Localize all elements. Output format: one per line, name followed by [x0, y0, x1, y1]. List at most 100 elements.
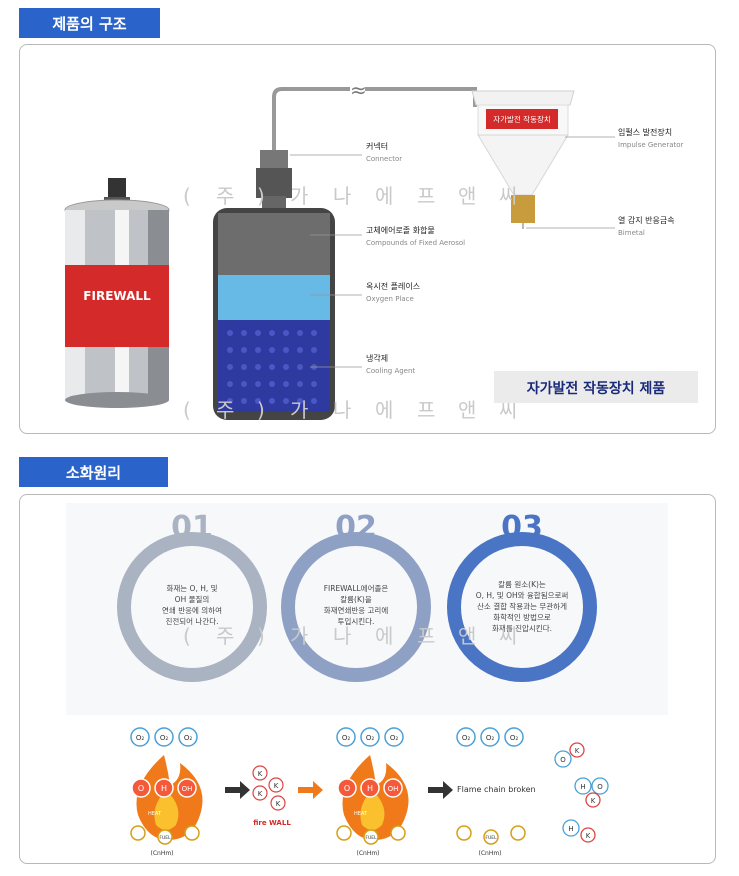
svg-text:): ) — [257, 184, 267, 208]
section-title-principle: 소화원리 — [19, 457, 168, 487]
svg-text:OH: OH — [388, 785, 399, 793]
svg-text:프: 프 — [417, 184, 437, 208]
svg-text:K: K — [591, 797, 596, 805]
step-text-1: 화재는 O, H, 및 OH 물질의 연쇄 반응에 의하여 진전되어 나간다. — [162, 583, 222, 626]
broken-chain: O₂ O₂ O₂ Flame chain broken FUEL (CnHm) — [456, 727, 536, 857]
svg-text:화재는 O, H, 및: 화재는 O, H, 및 — [166, 583, 217, 593]
neutralized-molecules: O K H O K H K — [554, 742, 609, 843]
svg-text:나: 나 — [333, 398, 353, 422]
svg-text:에: 에 — [375, 184, 395, 208]
step-ring-3 — [447, 532, 597, 682]
generator-label: 자가발전 작동장치 — [493, 114, 551, 124]
cooling-label-ko: 냉각제 — [366, 353, 388, 363]
svg-text:HEAT: HEAT — [354, 811, 368, 817]
section-title-structure: 제품의 구조 — [19, 8, 160, 38]
svg-text:(CnHm): (CnHm) — [150, 850, 173, 857]
caption-box — [494, 371, 698, 403]
svg-text:K: K — [274, 782, 279, 790]
svg-text:씨: 씨 — [499, 624, 519, 648]
arrow-3 — [428, 781, 453, 799]
svg-text:에: 에 — [375, 398, 395, 422]
svg-text:O₂: O₂ — [510, 734, 519, 742]
svg-text:프: 프 — [417, 624, 437, 648]
svg-text:투입시킨다.: 투입시킨다. — [338, 616, 375, 626]
svg-text:): ) — [257, 398, 267, 422]
svg-text:앤: 앤 — [458, 398, 478, 422]
step-ring-2 — [281, 532, 431, 682]
principle-diagram: 01 02 03 화재는 O, H, 및 OH 물질의 연쇄 반응에 의하여 진… — [66, 503, 668, 857]
product-canister: FIREWALL — [64, 178, 170, 408]
svg-text:K: K — [258, 770, 263, 778]
svg-text:칼륨 원소(K)는: 칼륨 원소(K)는 — [498, 580, 546, 589]
cooling-label-en: Cooling Agent — [366, 367, 415, 375]
svg-text:주: 주 — [216, 624, 236, 648]
watermark-principle: ( 주 ) 가 나 에 프 앤 씨 — [183, 624, 519, 648]
svg-text:씨: 씨 — [499, 398, 519, 422]
svg-text:O₂: O₂ — [462, 734, 471, 742]
svg-text:앤: 앤 — [458, 624, 478, 648]
watermark-bottom: ( 주 ) 가 나 에 프 앤 씨 — [183, 398, 519, 422]
svg-text:O: O — [597, 783, 603, 791]
svg-text:OH: OH — [182, 785, 193, 793]
svg-text:프: 프 — [417, 398, 437, 422]
svg-text:O₂: O₂ — [160, 734, 169, 742]
impulse-label-ko: 임펄스 발전장치 — [618, 127, 672, 137]
svg-text:(CnHm): (CnHm) — [356, 850, 379, 857]
svg-text:씨: 씨 — [499, 184, 519, 208]
svg-text:O, H, 및 OH와 융합됨으로써: O, H, 및 OH와 융합됨으로써 — [476, 590, 569, 600]
svg-text:HEAT: HEAT — [148, 811, 162, 817]
svg-text:가: 가 — [290, 184, 310, 208]
svg-text:(CnHm): (CnHm) — [478, 850, 501, 857]
canister-label — [65, 265, 169, 347]
svg-text:연쇄 반응에 의하여: 연쇄 반응에 의하여 — [162, 605, 222, 615]
wire-break-symbol: ≈ — [350, 78, 367, 102]
svg-text:H: H — [568, 825, 573, 833]
arrow-1 — [225, 781, 250, 799]
impulse-label-en: Impulse Generator — [618, 141, 684, 149]
svg-text:FUEL: FUEL — [365, 835, 377, 841]
fire-triangle-1: O₂ O₂ O₂ O H OH HEAT FUEL (CnHm) — [130, 727, 203, 857]
svg-text:O₂: O₂ — [184, 734, 193, 742]
impulse-generator: 자가발전 작동장치 — [471, 90, 575, 229]
svg-text:산소 결합 작용과는 무관하게: 산소 결합 작용과는 무관하게 — [477, 601, 567, 611]
svg-text:O: O — [344, 784, 350, 793]
svg-text:O: O — [138, 784, 144, 793]
generator-label-band — [486, 109, 558, 129]
wire — [272, 87, 350, 155]
svg-text:O₂: O₂ — [136, 734, 145, 742]
structure-diagram: FIREWALL ≈ 커넥 — [64, 78, 698, 422]
svg-text:K: K — [276, 800, 281, 808]
svg-text:(: ( — [183, 184, 193, 208]
aerosol-compound-layer — [218, 213, 330, 275]
svg-text:OH 물질의: OH 물질의 — [175, 594, 210, 604]
svg-text:K: K — [258, 790, 263, 798]
fire-triangle-2: O₂ O₂ O₂ O H OH HEAT FUEL (CnHm) — [336, 727, 409, 857]
svg-text:가: 가 — [290, 398, 310, 422]
svg-text:K: K — [586, 832, 591, 840]
aerosol-cylinder-cutaway — [213, 208, 335, 420]
step-ring-1 — [117, 532, 267, 682]
svg-text:H: H — [161, 784, 167, 793]
compound-label-en: Compounds of Fixed Aerosol — [366, 239, 465, 247]
bimetal-label-ko: 열 감지 반응금속 — [618, 215, 675, 225]
svg-text:): ) — [257, 624, 267, 648]
principle-panel: 01 02 03 화재는 O, H, 및 OH 물질의 연쇄 반응에 의하여 진… — [19, 494, 716, 864]
svg-text:주: 주 — [216, 398, 236, 422]
svg-text:O: O — [560, 756, 566, 764]
connector-label-en: Connector — [366, 155, 402, 163]
oxygen-label-ko: 옥시전 플레이스 — [366, 281, 420, 291]
potassium-cluster-1: K K K K fire WALL — [252, 765, 291, 827]
structure-panel: FIREWALL ≈ 커넥 — [19, 44, 716, 434]
svg-text:H: H — [580, 783, 585, 791]
svg-text:O₂: O₂ — [342, 734, 351, 742]
svg-text:에: 에 — [375, 624, 395, 648]
flame-chain-broken-text: Flame chain broken — [457, 785, 536, 794]
oxygen-label-en: Oxygen Place — [366, 295, 414, 303]
canister-nozzle — [108, 178, 126, 200]
svg-text:진전되어 나간다.: 진전되어 나간다. — [165, 616, 218, 626]
connector — [256, 150, 292, 210]
bimetal-element — [511, 195, 535, 223]
compound-label-ko: 고체에어로졸 화합물 — [366, 225, 435, 235]
svg-text:FIREWALL에어졸은: FIREWALL에어졸은 — [324, 583, 389, 593]
svg-text:가: 가 — [290, 624, 310, 648]
